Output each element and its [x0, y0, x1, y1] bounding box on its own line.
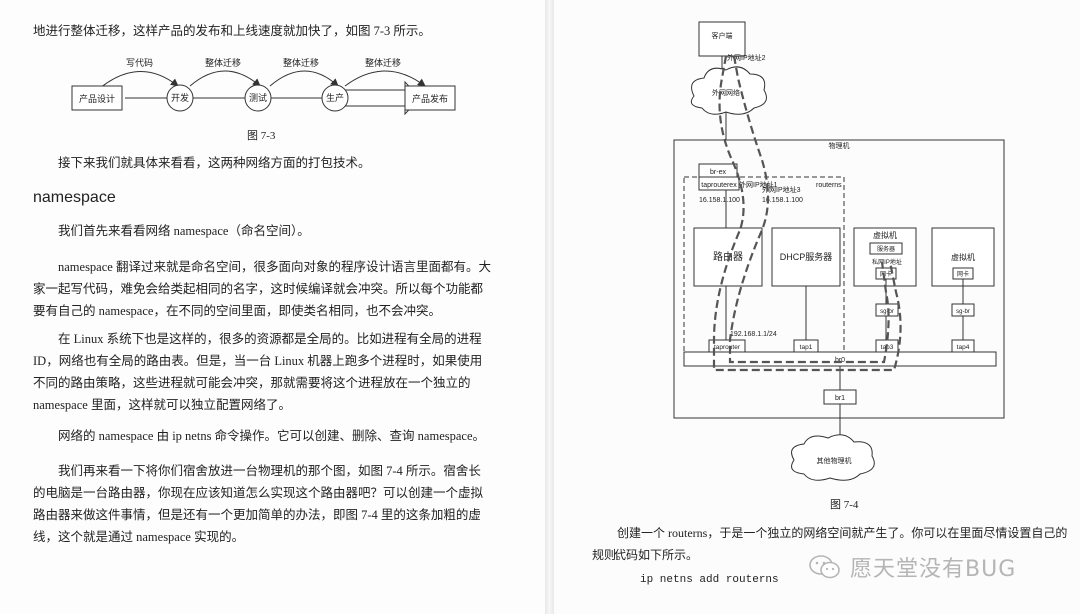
physical-machine-box — [673, 139, 1005, 419]
internet-label: 外网网络 — [712, 88, 740, 97]
intro-paragraph: 地进行整体迁移，这样产品的发布和上线速度就加快了，如图 7-3 所示。 — [33, 24, 431, 38]
arrow-label-4: 整体迁移 — [365, 57, 401, 68]
br1-label: br1 — [835, 395, 845, 402]
paragraph-4: 在 Linux 系统下也是这样的，很多的资源都是全局的。比如进程有全局的进程 I… — [33, 332, 483, 412]
curve-arrow-2 — [189, 70, 261, 87]
ext-ip3-label: 外网IP地址3 — [762, 185, 801, 194]
nic2-label: 网卡 — [957, 270, 969, 278]
physical-machine-label: 物理机 — [829, 141, 850, 150]
wechat-icon — [809, 555, 840, 579]
ip1-label: 16.158.1.100 — [699, 197, 740, 204]
arrow-label-3: 整体迁移 — [283, 57, 319, 68]
curve-arrow-4 — [344, 70, 426, 87]
curve-arrow-1 — [99, 71, 179, 89]
internet-cloud — [690, 66, 767, 115]
figure-7-4: 客户端 外网IP地址2 外网网络 物理机 br-ex routerns tapr… — [673, 21, 1005, 481]
figure-7-3-caption: 图 7-3 — [247, 130, 276, 142]
paragraph-6: 我们再来看一下将你们宿舍放进一台物理机的那个图，如图 7-4 所示。宿舍长的电脑… — [33, 464, 484, 544]
paragraph-5: 网络的 namespace 由 ip netns 命令操作。它可以创建、删除、查… — [58, 429, 486, 443]
client-box — [698, 21, 746, 57]
taprouterex-box — [698, 176, 740, 191]
node-prod-label: 生产 — [326, 92, 344, 103]
node-test — [244, 84, 272, 112]
figure-7-3: 写代码 整体迁移 整体迁移 整体迁移 产品设计 开发 测试 生产 产品发布 — [71, 57, 456, 116]
paragraph-1: 接下来我们就具体来看看，这两种网络方面的打包技术。 — [58, 156, 371, 170]
vm1-label: 虚拟机 — [873, 230, 897, 240]
tap4-label: tap4 — [957, 344, 970, 351]
paragraph-2: 我们首先来看看网络 namespace（命名空间）。 — [58, 224, 310, 238]
node-dev — [166, 84, 194, 112]
br0-label: br0 — [835, 357, 845, 364]
dashed-path-2 — [728, 55, 890, 364]
node-test-label: 测试 — [249, 92, 267, 103]
dashed-path-1 — [712, 55, 902, 372]
routerns-box — [683, 176, 845, 353]
other-machines-label: 其他物理机 — [817, 456, 852, 465]
right-paragraph-2: 代码如下所示。 — [614, 548, 699, 562]
node-design — [71, 85, 123, 111]
server-box — [869, 242, 903, 255]
code-line: ip netns add routerns — [640, 574, 779, 586]
client-label: 客户端 — [712, 31, 733, 40]
brex-label: br-ex — [710, 169, 726, 176]
right-page: 客户端 外网IP地址2 外网网络 物理机 br-ex routerns tapr… — [554, 0, 1080, 614]
dhcp-box — [771, 227, 841, 287]
other-machines-cloud — [791, 434, 875, 481]
sgbr2-label: sg-br — [956, 309, 970, 315]
node-prod — [321, 84, 349, 112]
node-release-label: 产品发布 — [412, 93, 448, 104]
curve-arrow-3 — [269, 70, 339, 87]
vm2-label: 虚拟机 — [951, 252, 975, 262]
nic1-label: 网卡 — [880, 270, 892, 278]
taprouter-label: taprouter — [714, 344, 741, 351]
routerns-label: routerns — [816, 182, 842, 189]
watermark: 愿天堂没有BUG — [808, 552, 1016, 582]
client-ip-label: 外网IP地址2 — [727, 53, 766, 62]
node-design-label: 产品设计 — [79, 93, 115, 104]
figure-7-4-caption: 图 7-4 — [830, 499, 859, 511]
watermark-text: 愿天堂没有BUG — [850, 557, 1017, 582]
private-ip-label: 私网IP地址 — [872, 258, 902, 266]
right-paragraph-1: 创建一个 routerns，于是一个独立的网络空间就产生了。你可以在里面尽情设置… — [592, 526, 1068, 562]
arrow-label-2: 整体迁移 — [205, 57, 241, 68]
ext-ip1-label: 外网IP地址1 — [739, 180, 778, 189]
server-label: 服务器 — [877, 245, 895, 253]
node-dev-label: 开发 — [171, 92, 189, 103]
dhcp-label: DHCP服务器 — [780, 251, 833, 262]
sgbr1-label: sg-br — [880, 309, 894, 315]
taprouterex-label: taprouterex — [701, 182, 737, 189]
inner-ip-label: 192.168.1.1/24 — [730, 331, 777, 338]
arrow-label-1: 写代码 — [126, 58, 153, 68]
tap1-label: tap1 — [800, 344, 813, 351]
ip3-label: 16.158.1.100 — [762, 197, 803, 204]
book-gutter — [545, 0, 554, 614]
node-release — [404, 85, 456, 111]
left-page: 地进行整体迁移，这样产品的发布和上线速度就加快了，如图 7-3 所示。 写代码 … — [33, 24, 491, 544]
router-label: 路由器 — [713, 250, 743, 263]
section-heading: namespace — [33, 189, 116, 206]
paragraph-3: namespace 翻译过来就是命名空间，很多面向对象的程序设计语言里面都有。大… — [33, 260, 491, 318]
